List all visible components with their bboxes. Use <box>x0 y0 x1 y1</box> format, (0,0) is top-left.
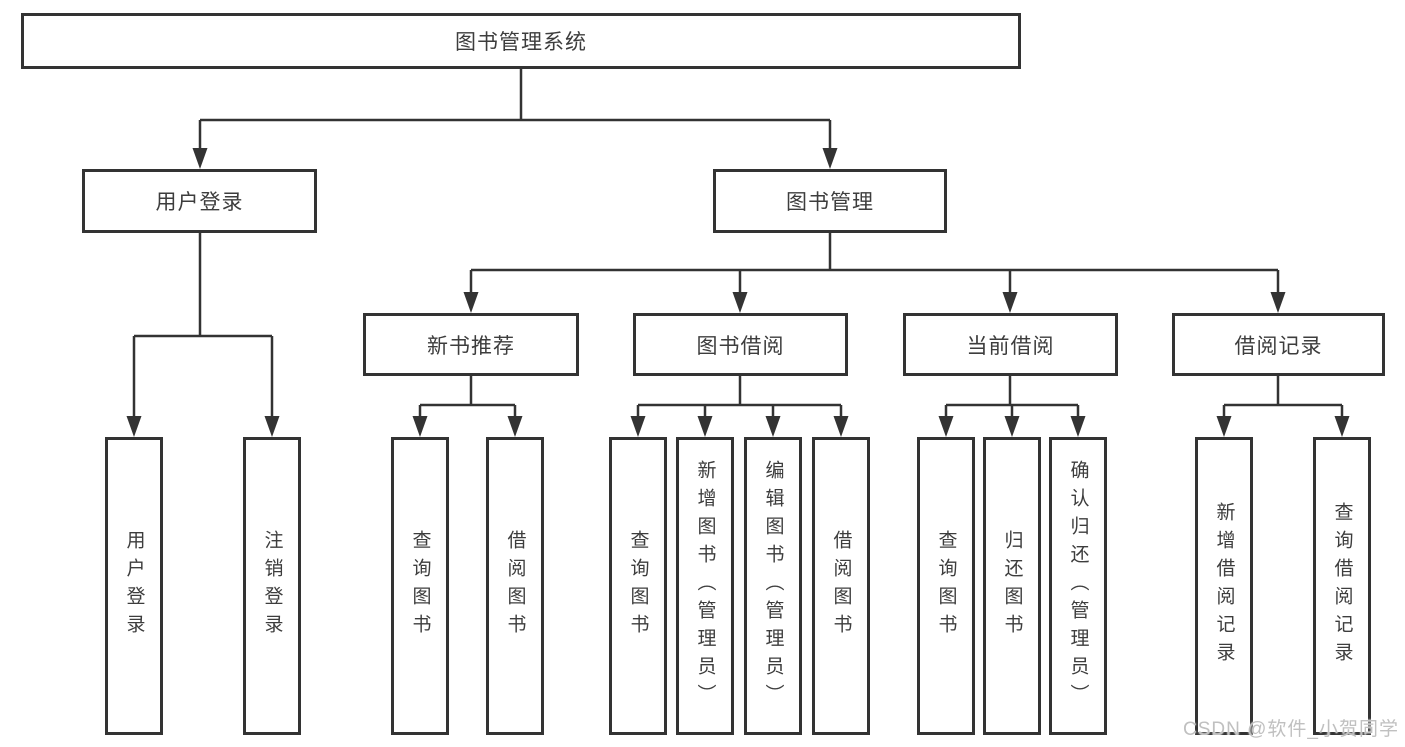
leaf-add-borrow-record: 新增借阅记录 <box>1195 437 1253 735</box>
node-label: 新书推荐 <box>427 334 515 358</box>
node-label: 图书管理 <box>786 191 874 214</box>
node-book-borrowing: 图书借阅 <box>633 313 848 376</box>
node-current-borrowing: 当前借阅 <box>903 313 1118 376</box>
node-label: 借阅记录 <box>1234 334 1323 358</box>
leaf-label: 注销登录 <box>261 530 283 642</box>
leaf-user-login: 用户登录 <box>105 437 163 735</box>
node-label: 用户登录 <box>155 191 244 214</box>
node-label: 图书借阅 <box>696 334 785 358</box>
leaf-label: 查询图书 <box>935 530 957 642</box>
node-book-management: 图书管理 <box>713 169 947 233</box>
csdn-watermark: CSDN @软件_小贺同学 <box>1183 719 1399 740</box>
leaf-label: 新增图书（管理员） <box>694 460 716 712</box>
leaf-label: 新增借阅记录 <box>1213 502 1235 670</box>
leaf-label: 查询图书 <box>627 530 649 642</box>
node-borrowing-records: 借阅记录 <box>1172 313 1385 376</box>
leaf-add-books-admin: 新增图书（管理员） <box>676 437 734 735</box>
leaf-query-books-current: 查询图书 <box>917 437 975 735</box>
node-user-login: 用户登录 <box>82 169 317 233</box>
leaf-query-borrow-record: 查询借阅记录 <box>1313 437 1371 735</box>
leaf-label: 归还图书 <box>1001 530 1023 642</box>
leaf-edit-books-admin: 编辑图书（管理员） <box>744 437 802 735</box>
leaf-borrow-books-recommend: 借阅图书 <box>486 437 544 735</box>
leaf-label: 借阅图书 <box>504 530 526 642</box>
leaf-query-books-recommend: 查询图书 <box>391 437 449 735</box>
leaf-label: 确认归还（管理员） <box>1067 460 1089 712</box>
leaf-logout: 注销登录 <box>243 437 301 735</box>
node-label: 当前借阅 <box>966 334 1055 358</box>
leaf-label: 查询图书 <box>409 530 431 642</box>
leaf-label: 借阅图书 <box>830 530 852 642</box>
leaf-query-books-borrowing: 查询图书 <box>609 437 667 735</box>
leaf-borrow-books: 借阅图书 <box>812 437 870 735</box>
node-label: 图书管理系统 <box>455 31 587 54</box>
leaf-label: 编辑图书（管理员） <box>762 460 784 712</box>
node-root-library-system: 图书管理系统 <box>21 13 1021 69</box>
leaf-confirm-return-admin: 确认归还（管理员） <box>1049 437 1107 735</box>
leaf-return-books: 归还图书 <box>983 437 1041 735</box>
node-new-book-recommendation: 新书推荐 <box>363 313 579 376</box>
leaf-label: 查询借阅记录 <box>1331 502 1353 670</box>
leaf-label: 用户登录 <box>123 530 145 642</box>
